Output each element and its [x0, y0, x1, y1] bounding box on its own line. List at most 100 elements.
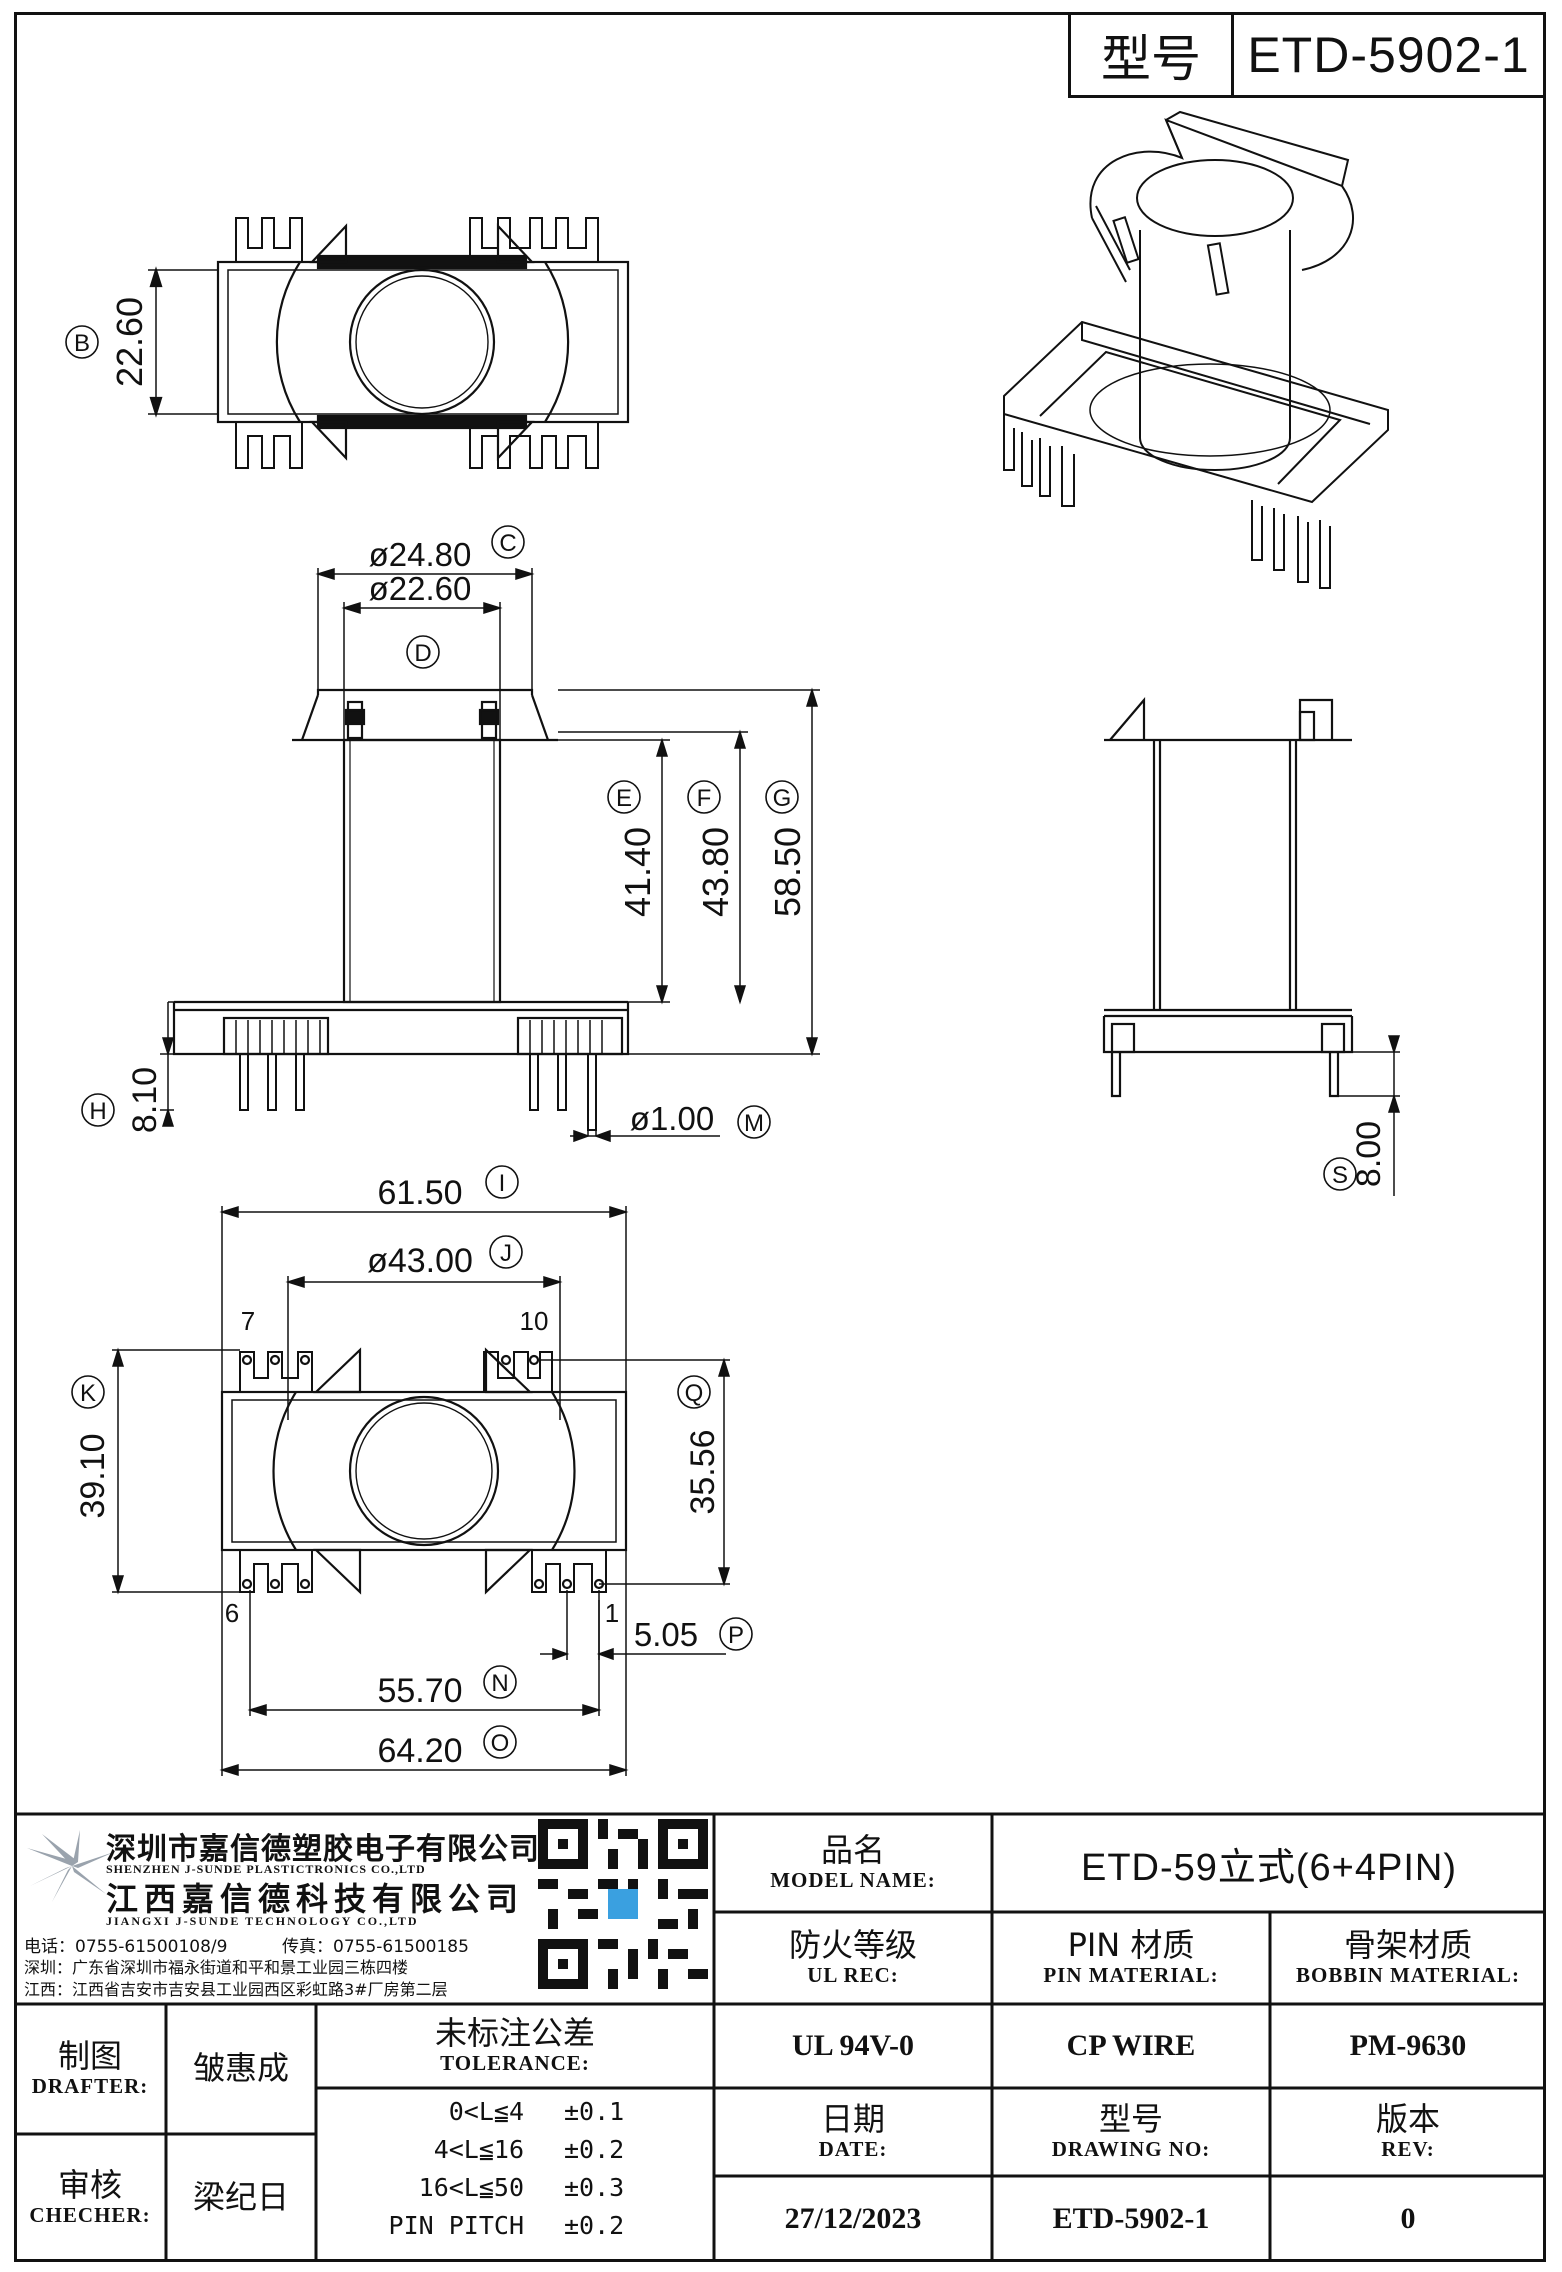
dim-B-value: 22.60 [109, 297, 150, 387]
tolerance-label-cn: 未标注公差 [434, 2013, 595, 2052]
bobbin-material-value: PM-9630 [1349, 2029, 1467, 2062]
dim-M-value: ø1.00 [630, 1100, 714, 1137]
bobbin-material-label-cn: 骨架材质 [1343, 1925, 1472, 1964]
checker-label: 审核 CHECHER: [14, 2134, 166, 2262]
date-label: 日期 DATE: [714, 2088, 992, 2176]
drawing-frame [14, 12, 1546, 2262]
dim-tag-I-letter: I [499, 1170, 506, 1197]
product-name-label-cn: 品名 [820, 1830, 885, 1869]
bottom-view-dimensions [111, 1205, 731, 1777]
pin-material-value: CP WIRE [1066, 2029, 1196, 2062]
dim-I-value: 61.50 [377, 1174, 462, 1212]
dim-tag-J-letter: J [500, 1240, 512, 1267]
date-label-cn: 日期 [820, 2099, 885, 2138]
ul-value-cell: UL 94V-0 [714, 2004, 992, 2088]
dim-tag-N [483, 1665, 517, 1699]
dim-tag-I [485, 1165, 519, 1199]
dim-tag-B [65, 325, 99, 359]
drawing-no-value: ETD-5902-1 [1052, 2202, 1210, 2235]
dim-H-value: 8.10 [126, 1067, 164, 1133]
date-value-cell: 27/12/2023 [714, 2176, 992, 2262]
dim-tag-K-letter: K [80, 1380, 96, 1407]
tolerance-row: 0<L≦4 ±0.1 [316, 2092, 714, 2130]
tolerance-value: ±0.1 [564, 2096, 625, 2126]
pin-material-label-cn: PIN 材质 [1067, 1925, 1195, 1964]
drawing-no-value-cell: ETD-5902-1 [992, 2176, 1270, 2262]
qr-code [538, 1818, 708, 1990]
pin-material-label-en: PIN MATERIAL: [1043, 1963, 1219, 1988]
model-value: ETD-5902-1 [1247, 27, 1530, 83]
dim-tag-P [719, 1617, 753, 1651]
tolerance-row: 16<L≦50 ±0.3 [316, 2168, 714, 2206]
dim-tag-G [765, 780, 799, 814]
dim-tag-H [81, 1093, 115, 1127]
pin-label-6: 6 [225, 1598, 239, 1628]
date-value: 27/12/2023 [784, 2202, 922, 2235]
product-name-value: ETD-59立式(6+4PIN) [1080, 1846, 1458, 1889]
bottom-view [220, 1347, 628, 1595]
product-name-value-cell: ETD-59立式(6+4PIN) [992, 1814, 1546, 1912]
dim-tag-P-letter: P [728, 1622, 744, 1649]
drawing-no-label-cn: 型号 [1098, 2099, 1163, 2138]
company-fax: 传真：0755-61500185 [282, 1937, 469, 1957]
drafter-label-en: DRAFTER: [31, 2074, 149, 2099]
drafter-label-cn: 制图 [57, 2036, 122, 2075]
tolerance-range: 0<L≦4 [448, 2096, 524, 2126]
dim-tag-S-letter: S [1332, 1162, 1348, 1189]
dim-tag-D [406, 635, 440, 669]
isometric-view [1003, 110, 1389, 589]
dim-J-value: ø43.00 [367, 1242, 473, 1280]
tolerance-label-en: TOLERANCE: [440, 2051, 590, 2076]
bobbin-material-label-en: BOBBIN MATERIAL: [1296, 1963, 1520, 1988]
rev-label-cn: 版本 [1375, 2099, 1440, 2138]
pin-label-1: 1 [605, 1598, 619, 1628]
dim-E-value: 41.40 [617, 827, 658, 917]
dim-tag-O [483, 1725, 517, 1759]
side-view-dimensions [1338, 1035, 1401, 1196]
dim-Q-value: 35.56 [684, 1429, 722, 1514]
company-phone: 电话：0755-61500108/9 [24, 1937, 228, 1957]
side-view [1102, 697, 1354, 1098]
checker-label-en: CHECHER: [29, 2203, 151, 2228]
tolerance-value: ±0.3 [564, 2172, 625, 2202]
ul-label-en: UL REC: [807, 1963, 899, 1988]
front-view-dimensions [160, 567, 820, 1143]
company-address-jx: 江西：江西省吉安市吉安县工业园西区彩虹路3#厂房第二层 [24, 1980, 448, 1999]
technical-drawing: B 22.60 [65, 110, 1401, 1777]
dim-tag-Q-letter: Q [685, 1380, 704, 1407]
dim-D-value: ø22.60 [369, 570, 472, 607]
drawing-no-label-en: DRAWING NO: [1051, 2137, 1211, 2162]
tolerance-row: PIN PITCH ±0.2 [316, 2206, 714, 2244]
tolerance-range: 16<L≦50 [418, 2172, 524, 2202]
drafter-name: 皱惠成 [192, 2049, 289, 2088]
checker-name-cell: 梁纪日 [166, 2134, 316, 2262]
company-logo [22, 1826, 122, 1906]
bobbin-material-label: 骨架材质 BOBBIN MATERIAL: [1270, 1912, 1546, 2004]
dim-S-value: 8.00 [1350, 1121, 1388, 1187]
dim-N-value: 55.70 [377, 1672, 462, 1710]
dim-C-value: ø24.80 [369, 536, 472, 573]
drawing-no-label: 型号 DRAWING NO: [992, 2088, 1270, 2176]
checker-label-cn: 审核 [57, 2165, 122, 2204]
tolerance-value: ±0.2 [564, 2134, 625, 2164]
dim-tag-C-letter: C [499, 530, 516, 557]
top-view-upper [148, 217, 630, 469]
bobbin-material-value-cell: PM-9630 [1270, 2004, 1546, 2088]
ul-label: 防火等级 UL REC: [714, 1912, 992, 2004]
dim-F-value: 43.80 [695, 827, 736, 917]
dim-tag-E-letter: E [616, 785, 632, 812]
dim-tag-E [607, 780, 641, 814]
dim-tag-K [71, 1375, 105, 1409]
tolerance-label: 未标注公差 TOLERANCE: [316, 2004, 714, 2088]
checker-name: 梁纪日 [192, 2178, 289, 2217]
dim-tag-B-letter: B [74, 330, 90, 357]
company-name-cn: 深圳市嘉信德塑胶电子有限公司 [106, 1832, 540, 1867]
dim-tag-F [687, 780, 721, 814]
company2-name-en: JIANGXI J-SUNDE TECHNOLOGY CO.,LTD [106, 1914, 419, 1928]
dim-tag-S [1323, 1157, 1357, 1191]
pin-label-10: 10 [520, 1306, 549, 1336]
product-name-label-en: MODEL NAME: [770, 1868, 936, 1893]
tolerance-value: ±0.2 [564, 2210, 625, 2240]
company2-name-cn: 江西嘉信德科技有限公司 [106, 1880, 525, 1918]
